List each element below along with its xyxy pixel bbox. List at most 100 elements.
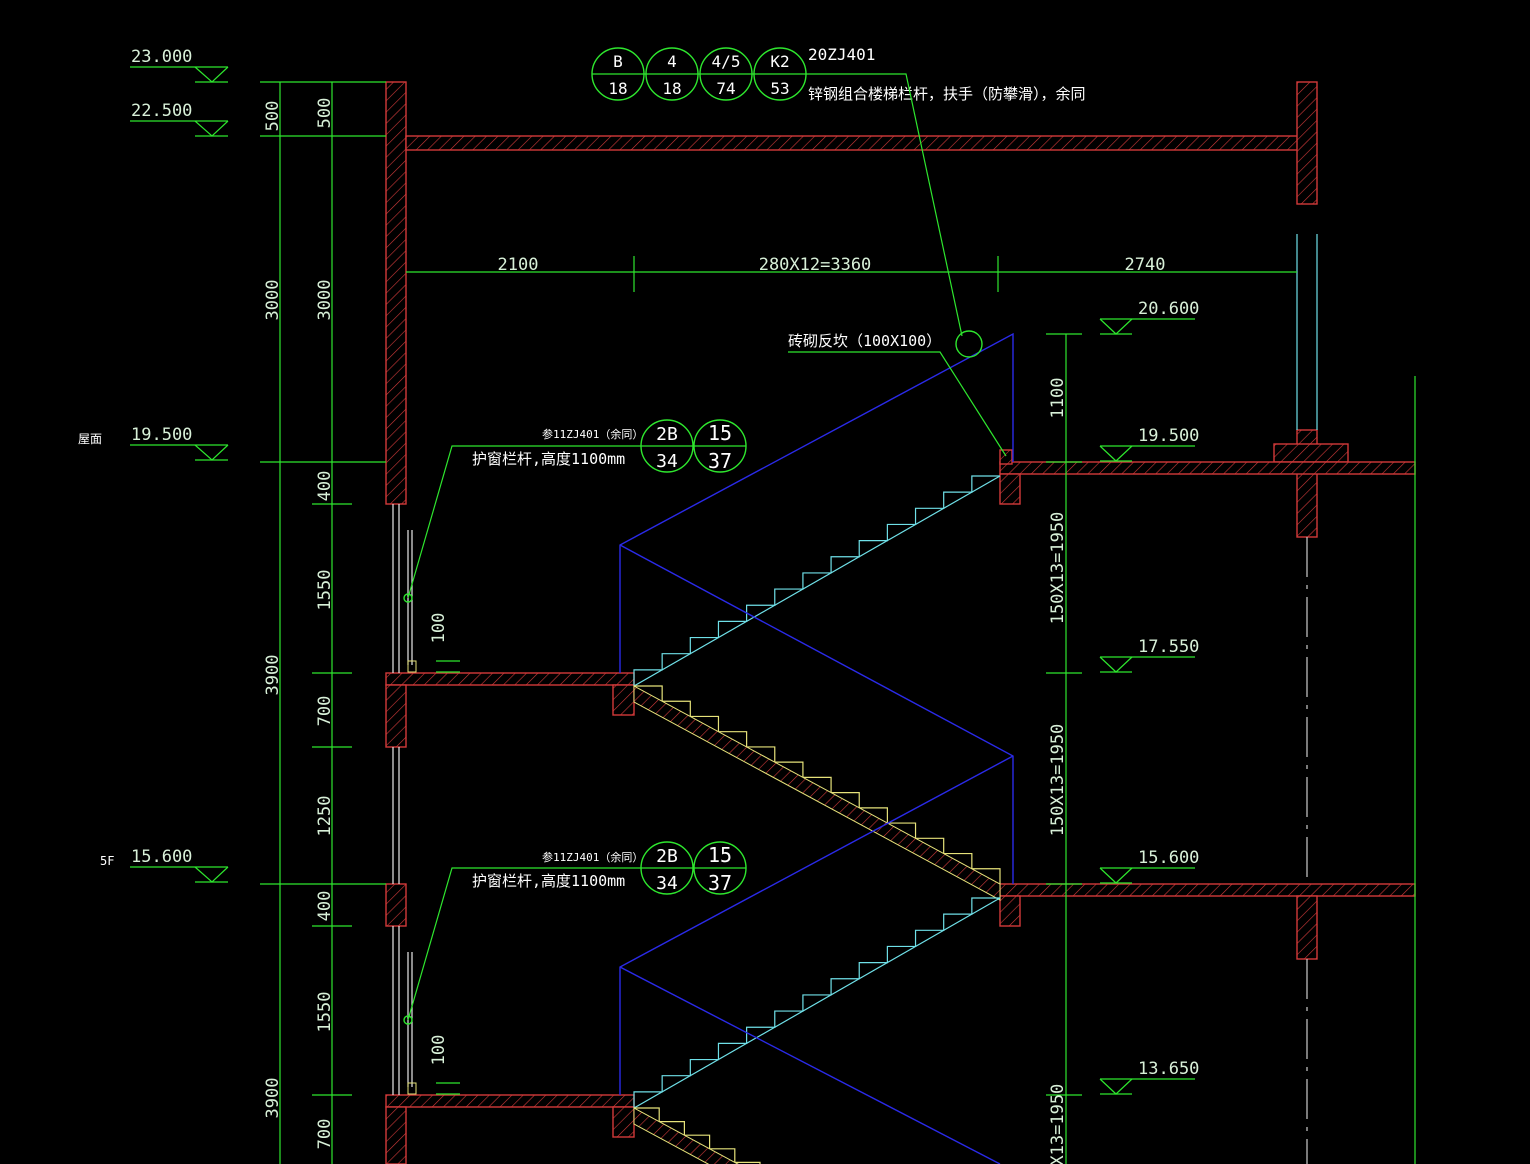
callout-window-1-note: 护窗栏杆,高度1100mm bbox=[472, 450, 625, 468]
dim-outer-3900-a: 3900 bbox=[263, 655, 283, 696]
elevation-r19500: 19.500 bbox=[1099, 426, 1199, 462]
elevation-r17550: 17.550 bbox=[1099, 637, 1199, 673]
callout-window-1-c2-top: 15 bbox=[708, 421, 732, 445]
dim-right-1100: 1100 bbox=[1048, 378, 1068, 419]
dim-inner-400-a: 400 bbox=[315, 471, 335, 502]
flight-17550-19500-soffit bbox=[633, 475, 1001, 687]
flight-below-13650-soffit bbox=[633, 1107, 739, 1164]
elevation-e15600-prefix: 5F bbox=[100, 854, 114, 868]
callout-top-c3-bottom: 74 bbox=[716, 79, 735, 98]
dim-inner-1550-b: 1550 bbox=[315, 992, 335, 1033]
landing-13650 bbox=[385, 1094, 635, 1108]
dim-inner-1250: 1250 bbox=[315, 796, 335, 837]
left-wall-upper bbox=[385, 81, 407, 505]
dim-outer-3000: 3000 bbox=[263, 280, 283, 321]
elevation-markers-right: 20.600 19.500 17.550 15.600 13.650 bbox=[1099, 299, 1199, 1095]
dim-outer-500: 500 bbox=[263, 101, 283, 132]
callout-kerb-text: 砖砌反坎（100X100） bbox=[788, 332, 941, 350]
dim-inner-700-b: 700 bbox=[315, 1119, 335, 1150]
landing-beam-13650 bbox=[612, 1106, 635, 1138]
callout-window-2-c1-bottom: 34 bbox=[656, 873, 678, 894]
callout-top-ref: 20ZJ401 bbox=[808, 45, 875, 64]
elevation-r19500-label: 19.500 bbox=[1138, 426, 1199, 446]
elevation-r20600: 20.600 bbox=[1099, 299, 1199, 335]
callout-window-1-ref: 参11ZJ401（余同） bbox=[542, 427, 643, 441]
flight-below-13650 bbox=[634, 1107, 761, 1164]
elevation-e19500-label: 19.500 bbox=[131, 425, 192, 445]
callout-window-2-note: 护窗栏杆,高度1100mm bbox=[472, 872, 625, 890]
elevation-r20600-label: 20.600 bbox=[1138, 299, 1199, 319]
vertical-dimension-texts: 500 3000 3900 3900 500 3000 400 1550 700… bbox=[263, 98, 1068, 1164]
elevation-e23000: 23.000 bbox=[130, 47, 229, 83]
dim-inner-500: 500 bbox=[315, 98, 335, 129]
handrails bbox=[619, 332, 1014, 1164]
callout-top-c4-bottom: 53 bbox=[770, 79, 789, 98]
dim-h-2100: 2100 bbox=[498, 255, 539, 275]
callout-window-2-c2-top: 15 bbox=[708, 843, 732, 867]
left-wall-15600 bbox=[385, 883, 407, 927]
dim-h-2740: 2740 bbox=[1125, 255, 1166, 275]
elevation-r15600-label: 15.600 bbox=[1138, 848, 1199, 868]
callout-top-note: 锌钢组合楼梯栏杆，扶手（防攀滑），余同 bbox=[808, 85, 1086, 103]
structure bbox=[385, 81, 1416, 1164]
callout-window-1: 参11ZJ401（余同） 护窗栏杆,高度1100mm 2B 34 15 37 bbox=[403, 419, 747, 603]
dim-right-1950-a: 150X13=1950 bbox=[1048, 512, 1068, 625]
dim-right-1950-c: 150X13=1950 bbox=[1048, 1084, 1068, 1164]
dimension-lines bbox=[260, 81, 1297, 1164]
elevation-e15600: 15.600 5F bbox=[100, 847, 229, 883]
callout-window-1-c1-bottom: 34 bbox=[656, 451, 678, 472]
elevation-e22500: 22.500 bbox=[130, 101, 229, 137]
callout-window-2: 参11ZJ401（余同） 护窗栏杆,高度1100mm 2B 34 15 37 bbox=[403, 841, 747, 1025]
beam-19500 bbox=[999, 473, 1021, 505]
callout-top-c2-top: 4 bbox=[667, 52, 677, 71]
dim-100-a: 100 bbox=[429, 613, 449, 644]
floor-slab-19500 bbox=[999, 461, 1416, 475]
callout-top-c3-top: 4/5 bbox=[712, 52, 741, 71]
kerb-19500 bbox=[999, 449, 1013, 465]
callout-window-2-ref: 参11ZJ401（余同） bbox=[542, 850, 643, 864]
dim-h-3360: 280X12=3360 bbox=[759, 255, 872, 275]
right-beam-cap bbox=[1273, 443, 1349, 463]
flight-15600-17550-soffit bbox=[633, 685, 1001, 901]
elevation-r13650: 13.650 bbox=[1099, 1059, 1199, 1095]
elevation-r15600: 15.600 bbox=[1099, 848, 1199, 884]
elevation-r13650-label: 13.650 bbox=[1138, 1059, 1199, 1079]
elevation-e19500: 19.500 屋面 bbox=[78, 425, 229, 461]
flight-17550-19500 bbox=[633, 475, 1000, 686]
elevation-e23000-label: 23.000 bbox=[131, 47, 192, 67]
dim-inner-3000: 3000 bbox=[315, 280, 335, 321]
dim-right-1950-b: 150X13=1950 bbox=[1048, 724, 1068, 837]
dim-inner-1550-a: 1550 bbox=[315, 570, 335, 611]
elevation-e22500-label: 22.500 bbox=[131, 101, 192, 121]
roof-slab bbox=[405, 135, 1317, 151]
callout-top-c1-bottom: 18 bbox=[608, 79, 627, 98]
elevation-e15600-label: 15.600 bbox=[131, 847, 192, 867]
callout-top-c1-top: B bbox=[613, 52, 623, 71]
callout-handrail: B 18 4 18 4/5 74 K2 53 20ZJ401 锌钢组合楼梯栏杆，… bbox=[591, 45, 1086, 358]
dim-100-b: 100 bbox=[429, 1035, 449, 1066]
callout-window-2-c1-top: 2B bbox=[656, 846, 678, 867]
elevation-r17550-label: 17.550 bbox=[1138, 637, 1199, 657]
elevation-markers-left: 23.000 22.500 19.500 屋面 15.600 5F bbox=[78, 47, 229, 883]
left-wall-13650 bbox=[385, 1106, 407, 1164]
callout-window-2-c2-bottom: 37 bbox=[708, 871, 732, 895]
elevation-e19500-prefix: 屋面 bbox=[78, 432, 102, 446]
landing-beam-17550 bbox=[612, 684, 635, 716]
right-parapet bbox=[1296, 81, 1318, 205]
flight-13650-15600-soffit bbox=[633, 897, 1001, 1109]
dim-inner-700-a: 700 bbox=[315, 696, 335, 727]
stair-flights bbox=[633, 475, 1001, 1164]
right-column-15600 bbox=[1296, 895, 1318, 960]
callout-window-1-c1-top: 2B bbox=[656, 424, 678, 445]
beam-15600 bbox=[999, 895, 1021, 927]
callout-window-1-c2-bottom: 37 bbox=[708, 449, 732, 473]
horizontal-dimension-texts: 2100 280X12=3360 2740 bbox=[498, 255, 1166, 275]
callout-kerb: 砖砌反坎（100X100） bbox=[788, 332, 1007, 457]
callout-top-c4-top: K2 bbox=[770, 52, 789, 71]
dim-outer-3900-b: 3900 bbox=[263, 1078, 283, 1119]
left-wall-17550 bbox=[385, 684, 407, 748]
flight-13650-15600 bbox=[633, 897, 1000, 1108]
floor-slab-15600 bbox=[999, 883, 1416, 897]
landing-17550 bbox=[385, 672, 635, 686]
